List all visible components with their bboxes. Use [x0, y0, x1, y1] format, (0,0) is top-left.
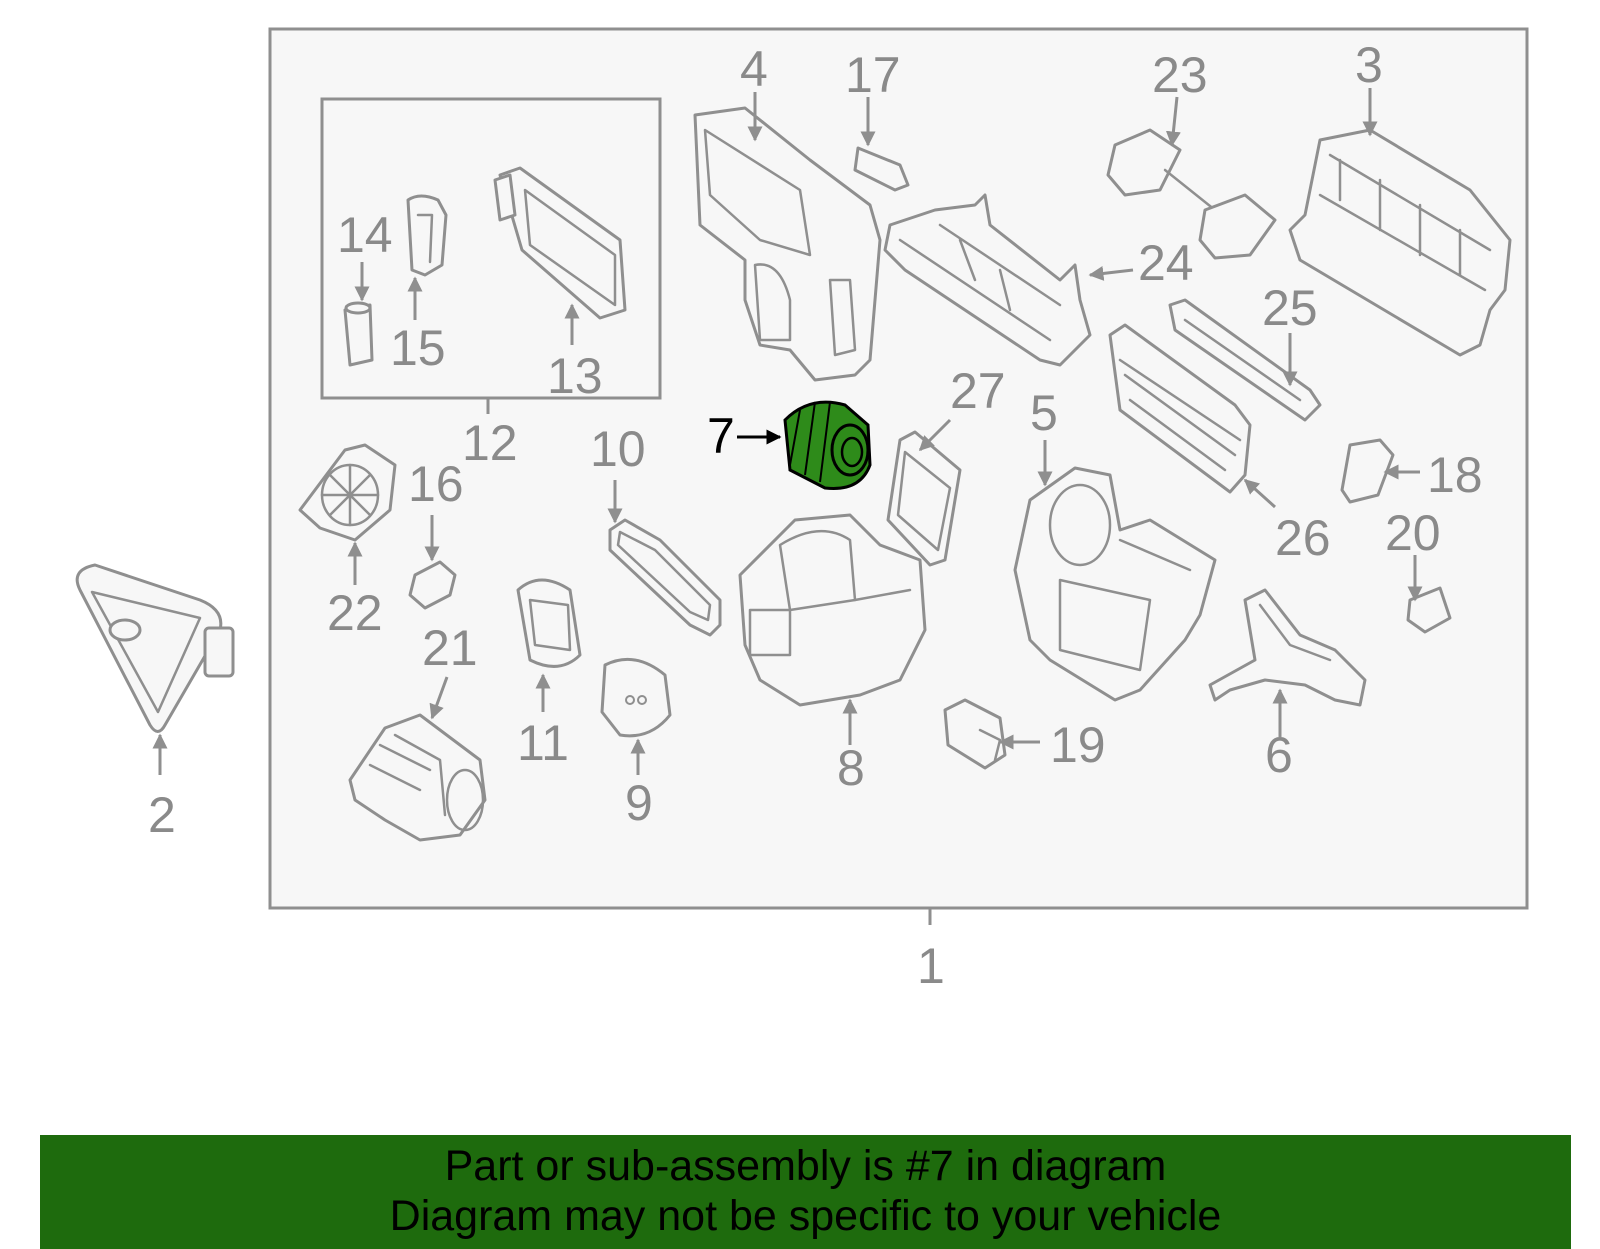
part-2-pipe — [75, 563, 235, 733]
part-13-evaporator — [493, 166, 627, 320]
part-11-seal — [516, 578, 582, 668]
part-19-resistor — [943, 698, 1007, 770]
callout-11: 11 — [517, 715, 569, 771]
callout-1: 1 — [917, 938, 945, 994]
part-22-grille — [298, 443, 397, 542]
callout-20: 20 — [1385, 505, 1441, 561]
callout-26: 26 — [1275, 510, 1331, 566]
callout-24: 24 — [1138, 235, 1194, 291]
part-27-filter — [886, 430, 962, 567]
callout-labels: 1 2 3 4 5 6 7 8 9 10 11 12 13 14 15 16 1… — [148, 37, 1483, 994]
part-6-duct — [1208, 588, 1367, 707]
part-7-blower-motor — [783, 400, 872, 491]
callout-9: 9 — [625, 775, 653, 831]
part-5-heater-housing — [1013, 466, 1217, 702]
callout-21: 21 — [422, 620, 478, 676]
part-25-grille — [1168, 298, 1322, 422]
callout-2: 2 — [148, 787, 176, 843]
callout-18: 18 — [1427, 447, 1483, 503]
callout-22: 22 — [327, 585, 383, 641]
banner-line-1: Part or sub-assembly is #7 in diagram — [444, 1142, 1167, 1190]
callout-3: 3 — [1355, 37, 1383, 93]
part-26-door — [1108, 323, 1252, 494]
callout-5: 5 — [1030, 385, 1058, 441]
part-3-housing — [1288, 128, 1512, 357]
callout-19: 19 — [1050, 717, 1106, 773]
callout-4: 4 — [740, 41, 768, 97]
callout-14: 14 — [337, 207, 393, 263]
callout-8: 8 — [837, 740, 865, 796]
callout-16: 16 — [408, 456, 464, 512]
leader-lines — [152, 88, 1423, 925]
part-18-module — [1340, 438, 1395, 504]
callout-25: 25 — [1262, 280, 1318, 336]
callout-7: 7 — [707, 408, 735, 464]
callout-10: 10 — [590, 421, 646, 477]
part-16-clip — [408, 560, 457, 610]
callout-6: 6 — [1265, 727, 1293, 783]
part-15-bracket — [406, 194, 448, 277]
part-4-duct — [693, 106, 882, 382]
callout-27: 27 — [950, 363, 1006, 419]
callout-23: 23 — [1152, 47, 1208, 103]
parts-diagram: 1 2 3 4 5 6 7 8 9 10 11 12 13 14 15 16 1… — [75, 27, 1529, 994]
callout-15: 15 — [390, 320, 446, 376]
callout-12: 12 — [462, 415, 518, 471]
part-21-actuator — [348, 713, 487, 842]
part-24-housing — [883, 193, 1092, 367]
part-14-sensor — [343, 301, 374, 367]
part-23-connectors — [1106, 128, 1277, 260]
part-17-clip — [853, 146, 910, 192]
callout-13: 13 — [547, 348, 603, 404]
banner-line-2: Diagram may not be specific to your vehi… — [389, 1192, 1222, 1240]
part-9-cover — [600, 657, 672, 738]
part-10-gasket — [608, 518, 722, 637]
callout-17: 17 — [845, 47, 901, 103]
info-banner: Part or sub-assembly is #7 in diagram Di… — [40, 1135, 1571, 1249]
part-8-blower-housing — [738, 513, 927, 707]
